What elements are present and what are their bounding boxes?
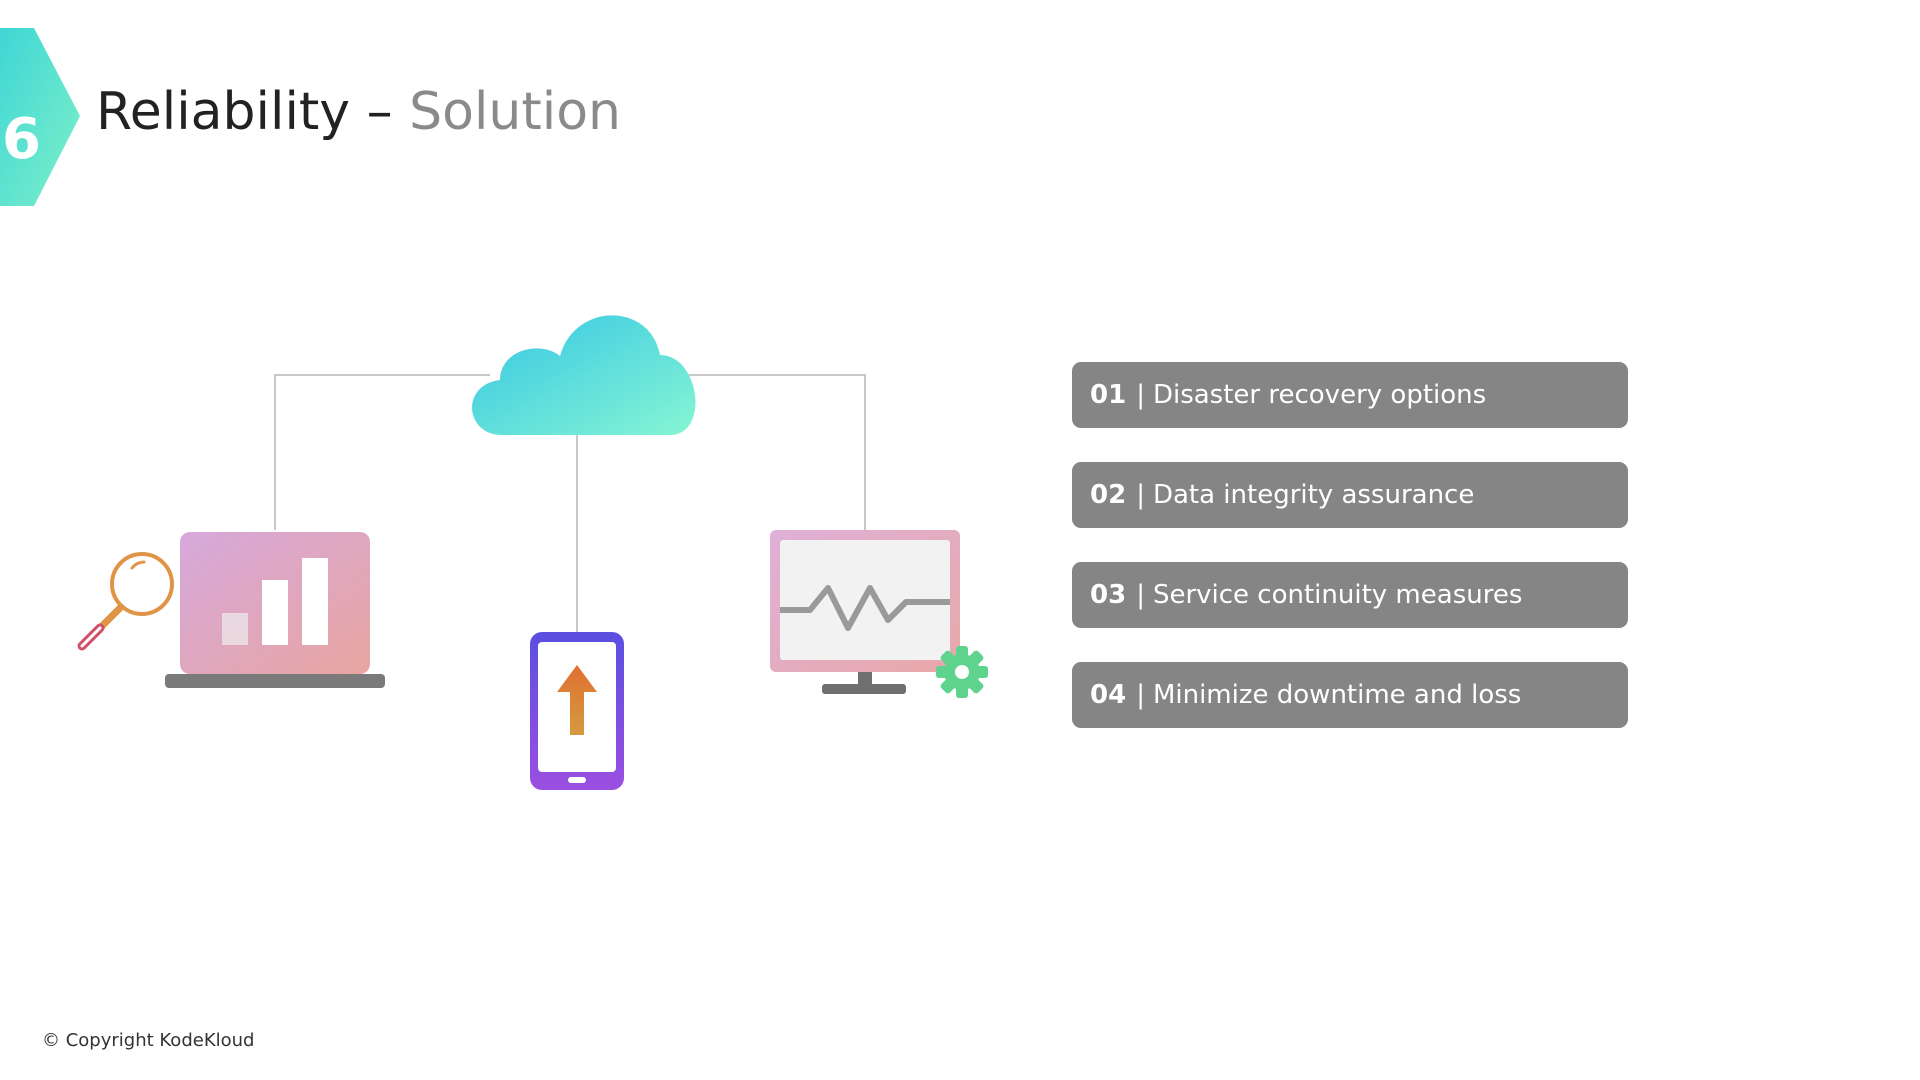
list-item: 02 |Data integrity assurance (1072, 462, 1628, 528)
item-separator: | (1136, 680, 1145, 710)
list-item: 04 |Minimize downtime and loss (1072, 662, 1628, 728)
item-number: 02 (1090, 480, 1127, 510)
phone-upload-icon (530, 632, 624, 790)
magnifier-icon (77, 552, 174, 651)
laptop-chart-icon (165, 532, 385, 688)
item-number: 04 (1090, 680, 1127, 710)
section-number: 6 (2, 107, 41, 172)
page-title: Reliability – Solution (96, 86, 621, 138)
connector-lines (274, 374, 866, 632)
solution-list: 01|Disaster recovery options 02|Data int… (1072, 362, 1628, 762)
architecture-diagram (77, 315, 988, 790)
item-number: 03 (1090, 580, 1127, 610)
gear-icon (936, 646, 988, 698)
section-badge: 6 (0, 28, 82, 206)
item-label: Disaster recovery options (1152, 380, 1487, 410)
item-separator: | (1136, 380, 1145, 410)
title-dash: – (350, 82, 410, 142)
item-label: Minimize downtime and loss (1152, 680, 1522, 710)
title-main: Reliability (96, 82, 351, 142)
copyright-notice: © Copyright KodeKloud (42, 1030, 255, 1051)
item-separator: | (1136, 480, 1145, 510)
title-sub: Solution (409, 82, 621, 142)
item-label: Service continuity measures (1152, 580, 1523, 610)
cloud-icon (472, 315, 696, 435)
monitor-heartbeat-icon (770, 530, 960, 694)
item-number: 01 (1090, 380, 1127, 410)
item-label: Data integrity assurance (1152, 480, 1475, 510)
item-separator: | (1136, 580, 1145, 610)
list-item: 03 |Service continuity measures (1072, 562, 1628, 628)
list-item: 01 |Disaster recovery options (1072, 362, 1628, 428)
